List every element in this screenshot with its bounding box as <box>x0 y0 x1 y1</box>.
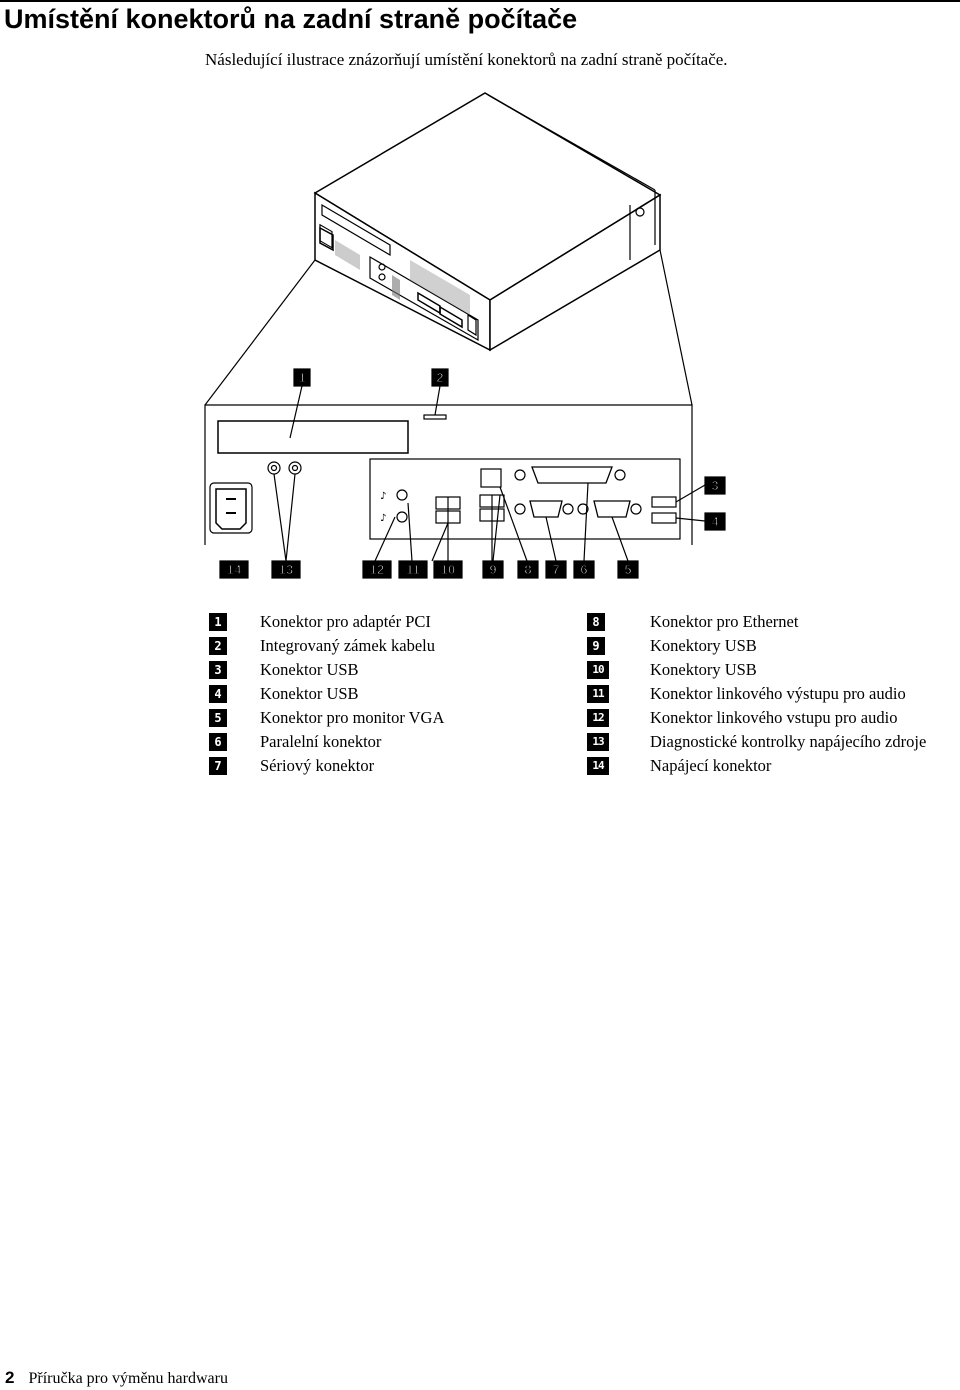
callout-7: 7 <box>545 560 567 579</box>
page-footer: 2 Příručka pro výměnu hardwaru <box>5 1368 228 1388</box>
legend-text: Konektor USB <box>260 660 359 679</box>
legend-item: 3 Konektor USB <box>209 658 359 682</box>
legend-item: 6 Paralelní konektor <box>209 730 381 754</box>
svg-text:8: 8 <box>524 562 531 577</box>
rear-connectors-illustration: ♪ ♪ <box>204 92 726 579</box>
svg-text:1: 1 <box>298 370 305 385</box>
svg-text:♪: ♪ <box>380 491 386 502</box>
legend-text: Diagnostické kontrolky napájecího zdroje <box>650 732 927 751</box>
callout-13: 13 <box>271 560 301 579</box>
intro-paragraph: Následující ilustrace znázorňují umístěn… <box>205 50 728 69</box>
svg-text:4: 4 <box>711 514 719 529</box>
callout-11: 11 <box>398 560 428 579</box>
rear-panel-view: ♪ ♪ <box>204 385 706 562</box>
legend-text: Konektory USB <box>650 660 757 679</box>
callout-9: 9 <box>482 560 504 579</box>
legend-key: 9 <box>587 637 605 655</box>
legend-item: 11 Konektor linkového výstupu pro audio <box>587 682 906 706</box>
top-rule <box>0 0 960 2</box>
legend-key: 14 <box>587 757 609 775</box>
legend-text: Konektor linkového vstupu pro audio <box>650 708 898 727</box>
callout-14: 14 <box>219 560 249 579</box>
legend-item: 4 Konektor USB <box>209 682 359 706</box>
callout-4: 4 <box>704 512 726 531</box>
legend-key: 1 <box>209 613 227 631</box>
legend-text: Napájecí konektor <box>650 756 772 775</box>
computer-isometric-view <box>313 92 662 352</box>
legend-key: 13 <box>587 733 609 751</box>
legend-key: 8 <box>587 613 605 631</box>
legend-item: 8 Konektor pro Ethernet <box>587 610 798 634</box>
callout-5: 5 <box>617 560 639 579</box>
legend-item: 7 Sériový konektor <box>209 754 374 778</box>
svg-text:14: 14 <box>227 562 242 577</box>
legend-key: 3 <box>209 661 227 679</box>
svg-text:5: 5 <box>624 562 631 577</box>
svg-text:3: 3 <box>711 478 718 493</box>
callout-3: 3 <box>704 476 726 495</box>
callout-2: 2 <box>431 368 449 387</box>
svg-text:6: 6 <box>580 562 587 577</box>
legend-key: 4 <box>209 685 227 703</box>
legend-text: Konektory USB <box>650 636 757 655</box>
legend-text: Sériový konektor <box>260 756 375 775</box>
svg-text:10: 10 <box>441 562 455 577</box>
legend-item: 9 Konektory USB <box>587 634 757 658</box>
legend-item: 1 Konektor pro adaptér PCI <box>209 610 431 634</box>
legend-item: 14 Napájecí konektor <box>587 754 771 778</box>
legend-key: 6 <box>209 733 227 751</box>
legend-text: Integrovaný zámek kabelu <box>260 636 436 655</box>
legend-text: Konektor pro Ethernet <box>650 612 799 631</box>
leader-right <box>659 249 693 406</box>
legend-key: 10 <box>587 661 609 679</box>
callout-6: 6 <box>573 560 595 579</box>
legend-text: Paralelní konektor <box>260 732 382 751</box>
legend-key: 11 <box>587 685 609 703</box>
callout-10: 10 <box>433 560 463 579</box>
legend-text: Konektor pro monitor VGA <box>260 708 445 727</box>
svg-text:12: 12 <box>370 562 384 577</box>
book-title: Příručka pro výměnu hardwaru <box>28 1370 228 1387</box>
svg-text:♪: ♪ <box>380 513 386 524</box>
legend-key: 5 <box>209 709 227 727</box>
legend-item: 10 Konektory USB <box>587 658 757 682</box>
legend-item: 12 Konektor linkového vstupu pro audio <box>587 706 897 730</box>
svg-text:2: 2 <box>436 370 443 385</box>
legend-item: 13 Diagnostické kontrolky napájecího zdro… <box>587 730 926 754</box>
legend-text: Konektor USB <box>260 684 359 703</box>
legend-left-column: 1 Konektor pro adaptér PCI 2 Integrovaný z… <box>209 610 444 778</box>
legend-key: 12 <box>587 709 609 727</box>
legend-key: 7 <box>209 757 227 775</box>
leader-left <box>204 259 316 406</box>
page-number: 2 <box>5 1368 15 1387</box>
legend-item: 2 Integrovaný zámek kabelu <box>209 634 435 658</box>
legend-text: Konektor pro adaptér PCI <box>260 612 431 631</box>
legend-text: Konektor linkového výstupu pro audio <box>650 684 906 703</box>
callout-12: 12 <box>362 560 392 579</box>
callout-8: 8 <box>517 560 539 579</box>
legend-key: 2 <box>209 637 227 655</box>
page-title: Umístění konektorů na zadní straně počít… <box>4 4 578 34</box>
callout-1: 1 <box>293 368 311 387</box>
legend-item: 5 Konektor pro monitor VGA <box>209 706 444 730</box>
svg-text:13: 13 <box>279 562 293 577</box>
svg-text:7: 7 <box>552 562 559 577</box>
svg-text:9: 9 <box>489 562 496 577</box>
svg-text:11: 11 <box>406 562 420 577</box>
